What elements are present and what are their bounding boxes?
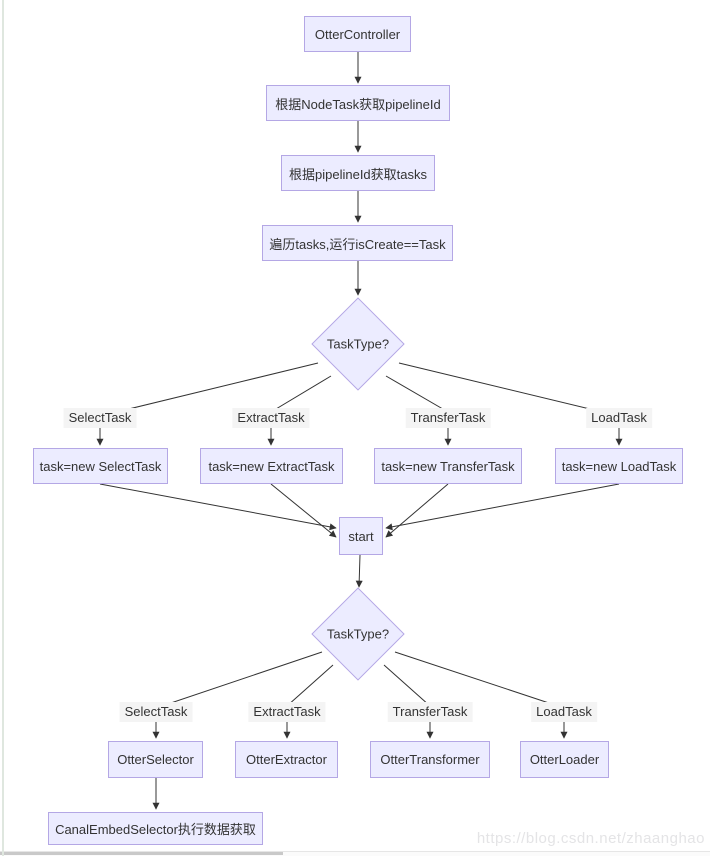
node-otter-selector: OtterSelector bbox=[108, 741, 203, 778]
edge-decision1-loadtask bbox=[398, 362, 623, 446]
node-get-pipelineid: 根据NodeTask获取pipelineId bbox=[266, 85, 450, 121]
node-task-new-selecttask: task=new SelectTask bbox=[33, 448, 168, 484]
horizontal-scrollbar-thumb[interactable] bbox=[0, 852, 283, 855]
edge-label-bottom-loadtask: LoadTask bbox=[531, 702, 597, 722]
edge-transfer-to-start bbox=[385, 483, 449, 538]
edge-decision2-selecttask bbox=[152, 651, 323, 739]
left-border-line bbox=[2, 0, 4, 856]
node-task-new-transfertask: task=new TransferTask bbox=[374, 448, 522, 484]
node-otter-loader: OtterLoader bbox=[520, 741, 609, 778]
node-decision2-label: TaskType? bbox=[326, 626, 390, 642]
node-canal-embed-selector: CanalEmbedSelector执行数据获取 bbox=[48, 812, 263, 845]
edge-label-top-extracttask: ExtractTask bbox=[232, 408, 310, 428]
edge-label-bottom-transfertask: TransferTask bbox=[387, 702, 473, 722]
node-start: start bbox=[339, 517, 383, 555]
edge-decision2-loadtask bbox=[394, 651, 568, 739]
edge-label-bottom-extracttask: ExtractTask bbox=[248, 702, 326, 722]
edge-label-bottom-selecttask: SelectTask bbox=[119, 702, 193, 722]
csdn-watermark: https://blog.csdn.net/zhaanghao bbox=[476, 830, 705, 847]
node-task-new-extracttask: task=new ExtractTask bbox=[200, 448, 343, 484]
edge-select-to-start bbox=[99, 483, 337, 531]
node-task-new-loadtask: task=new LoadTask bbox=[555, 448, 683, 484]
edge-label-top-transfertask: TransferTask bbox=[405, 408, 491, 428]
edge-start-to-decision2 bbox=[355, 554, 363, 588]
edge-load-to-start bbox=[385, 483, 620, 531]
node-otter-transformer: OtterTransformer bbox=[370, 741, 490, 778]
node-decision1-label: TaskType? bbox=[326, 336, 390, 352]
node-otter-extractor: OtterExtractor bbox=[235, 741, 338, 778]
edge-label-top-selecttask: SelectTask bbox=[63, 408, 137, 428]
node-iterate-tasks: 遍历tasks,运行isCreate==Task bbox=[262, 225, 453, 261]
node-otter-controller: OtterController bbox=[304, 16, 411, 52]
node-get-tasks: 根据pipelineId获取tasks bbox=[281, 155, 435, 191]
edge-extract-to-start bbox=[270, 483, 337, 538]
edge-label-top-loadtask: LoadTask bbox=[586, 408, 652, 428]
horizontal-scrollbar-track[interactable] bbox=[0, 851, 710, 856]
